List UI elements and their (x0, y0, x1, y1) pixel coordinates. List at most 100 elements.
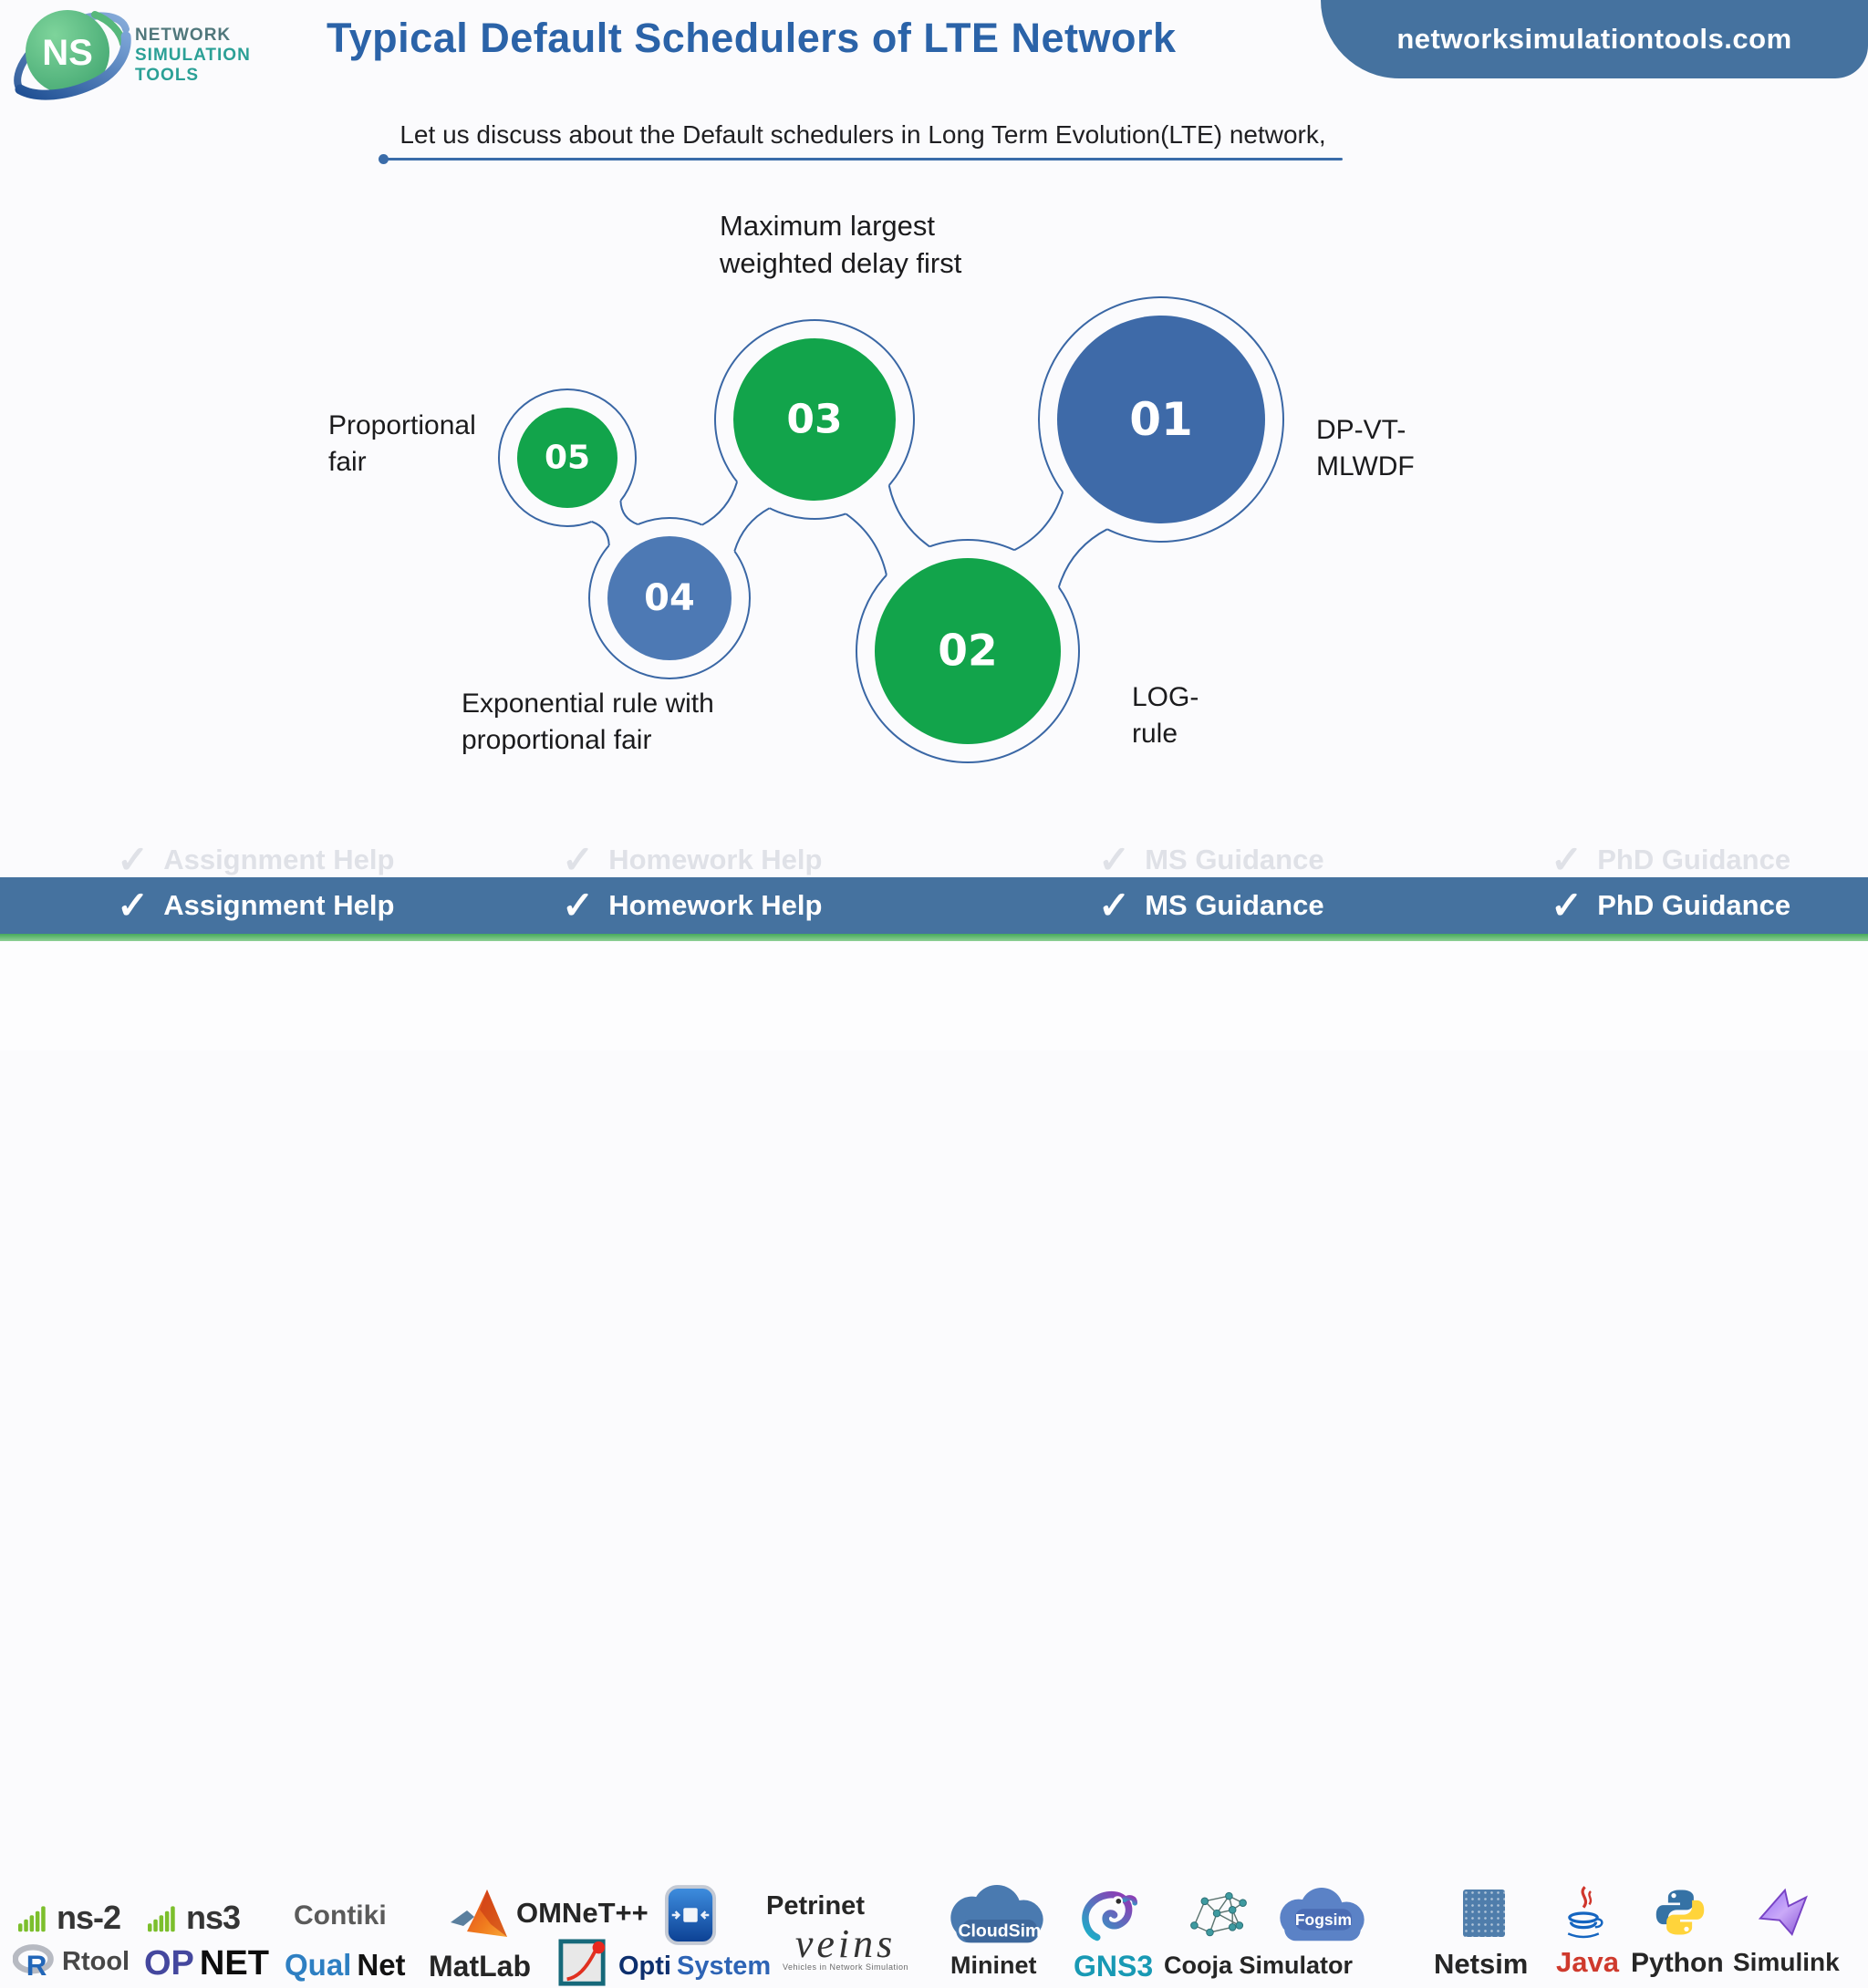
tool-cooja: Cooja Simulator (1164, 1952, 1354, 1979)
label-dp-vt-mlwdf: DP-VT- MLWDF (1316, 415, 1415, 481)
tool-omnet: OMNeT++ (516, 1897, 649, 1929)
tool-petrinet: Petrinet (766, 1891, 865, 1921)
check-icon: ✓ (562, 838, 595, 881)
service-label: Assignment Help (163, 844, 395, 875)
services-ghost-row: ✓ Assignment Help ✓ Homework Help ✓ MS G… (0, 841, 1868, 879)
ghost-service-homework: ✓ Homework Help (467, 841, 934, 879)
scheduler-circle-04 (607, 536, 732, 660)
tool-label: System (677, 1952, 772, 1981)
scheduler-number-05: 05 (545, 440, 590, 477)
services-bar: ✓ Assignment Help ✓ Homework Help ✓ MS G… (0, 877, 1868, 934)
neck-erase (690, 461, 786, 567)
label-exp-rule: Exponential rule with proportional fair (462, 689, 714, 755)
outline-ring-02 (856, 539, 1080, 763)
neck-erase (581, 487, 650, 563)
tool-matlab: MatLab (429, 1950, 531, 1983)
label-proportional-fair: Proportional fair (328, 410, 476, 477)
service-label: PhD Guidance (1597, 844, 1791, 875)
underline-dot-icon (379, 154, 389, 164)
intro-underline (379, 154, 1343, 164)
tool-veins: veins Vehicles in Network Simulation (783, 1924, 908, 1972)
neck-outline (733, 507, 771, 552)
python-icon (1655, 1890, 1705, 1935)
tool-label: OP (144, 1944, 194, 1983)
check-icon: ✓ (1098, 838, 1131, 881)
tool-java: Java (1556, 1946, 1619, 1978)
outline-ring-01 (1038, 296, 1284, 543)
gns3-chameleon-icon (1082, 1890, 1138, 1941)
check-icon: ✓ (117, 884, 150, 927)
tool-label: Qual (285, 1948, 352, 1982)
tool-label: Opti (618, 1952, 671, 1981)
tool-label: Net (357, 1948, 406, 1982)
service-ms-guidance: ✓ MS Guidance (934, 886, 1401, 925)
check-icon: ✓ (1551, 884, 1583, 927)
cooja-network-graph-icon (1190, 1891, 1247, 1937)
outline-ring-04 (588, 517, 751, 679)
neck-outline (619, 501, 638, 526)
netsim-square-icon (1463, 1890, 1505, 1937)
cloudsim-cloud-icon: CloudSim (950, 1884, 1043, 1943)
service-label: Assignment Help (163, 889, 395, 921)
optisystem-icon (664, 1885, 717, 1945)
ghost-service-ms: ✓ MS Guidance (934, 841, 1401, 879)
tool-netsim-icon-wrap (1463, 1890, 1505, 1937)
scheduler-circle-03 (733, 338, 896, 501)
neck-outline (591, 521, 610, 546)
logo-line-tools: TOOLS (135, 66, 200, 85)
logo-line-network: NETWORK (135, 26, 232, 45)
tool-rtool: R Rtool (13, 1942, 130, 1981)
r-logo-icon: R (13, 1944, 54, 1981)
neck-erase (832, 464, 946, 599)
ns-logo-icon: NS (14, 10, 131, 100)
signal-bars-icon (148, 1906, 175, 1932)
scheduler-number-04: 04 (644, 577, 695, 619)
check-icon: ✓ (1098, 884, 1131, 927)
label-log-rule: LOG- rule (1132, 682, 1199, 749)
logo-line-simulation: SIMULATION (135, 46, 251, 65)
service-assignment-help: ✓ Assignment Help (0, 886, 467, 925)
tool-simulink: Simulink (1733, 1948, 1840, 1976)
simulink-icon (1758, 1888, 1808, 1937)
intro-block: Let us discuss about the Default schedul… (379, 120, 1343, 164)
outline-ring-03 (714, 319, 915, 520)
service-label: Homework Help (608, 844, 823, 875)
signal-bars-icon (18, 1906, 46, 1932)
check-icon: ✓ (562, 884, 595, 927)
scheduler-number-03: 03 (786, 397, 842, 443)
plot-chart-icon (558, 1939, 606, 1986)
tool-python: Python (1631, 1948, 1724, 1978)
ghost-service-assignment: ✓ Assignment Help (0, 841, 467, 879)
neck-outline (845, 513, 887, 575)
tool-label: ns3 (186, 1899, 241, 1936)
cloudsim-label: CloudSim (958, 1921, 1041, 1941)
logo-text: NETWORK SIMULATION TOOLS (135, 26, 251, 86)
fogsim-cloud-icon: Fogsim (1280, 1887, 1365, 1941)
green-divider (0, 934, 1868, 941)
service-label: Homework Help (608, 889, 823, 921)
service-label: PhD Guidance (1597, 889, 1791, 921)
scheduler-number-02: 02 (938, 626, 997, 677)
ns-monogram: NS (42, 33, 93, 73)
tool-ns3: ns3 (148, 1899, 241, 1937)
service-label: MS Guidance (1145, 844, 1324, 875)
service-homework-help: ✓ Homework Help (467, 886, 934, 925)
neck-outline (701, 481, 739, 526)
fogsim-label: Fogsim (1295, 1910, 1352, 1929)
scheduler-circle-01 (1057, 316, 1265, 523)
tool-netsim: Netsim (1434, 1948, 1529, 1980)
tool-mininet: Mininet (950, 1952, 1037, 1979)
neck-outline (1057, 528, 1108, 588)
veins-caption: Vehicles in Network Simulation (783, 1962, 909, 1972)
tool-label: veins (794, 1921, 897, 1966)
ghost-service-phd: ✓ PhD Guidance (1401, 841, 1868, 879)
tool-contiki: Contiki (294, 1900, 387, 1931)
neck-erase (996, 468, 1127, 608)
service-phd-guidance: ✓ PhD Guidance (1401, 886, 1868, 925)
label-mlwdf: Maximum largest weighted delay first (720, 210, 962, 280)
